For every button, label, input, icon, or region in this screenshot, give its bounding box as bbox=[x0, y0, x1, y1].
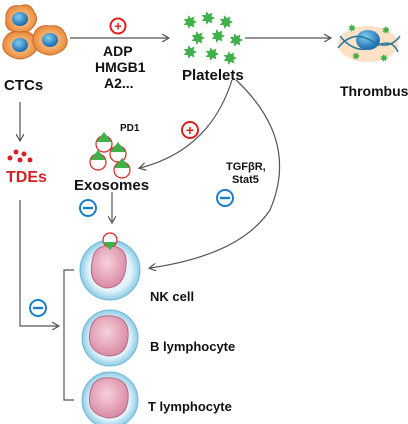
platelet-icon bbox=[223, 51, 237, 65]
nk-cell-label: NK cell bbox=[150, 289, 195, 304]
platelet-icon bbox=[201, 11, 215, 25]
arrow-platelets-to-exosomes bbox=[140, 79, 233, 168]
tgf-label-line2: Stat5 bbox=[232, 174, 259, 186]
ctc-cell bbox=[2, 31, 38, 60]
exosome bbox=[89, 150, 107, 171]
thrombus-label: Thrombus bbox=[340, 83, 408, 99]
tgf-label-line1: TGFβR, bbox=[226, 161, 266, 173]
platelet-icon bbox=[380, 54, 388, 62]
svg-text:+: + bbox=[186, 122, 194, 138]
platelet-icon bbox=[352, 52, 360, 60]
platelet-icon bbox=[219, 15, 233, 29]
inhibit-sign-tdes bbox=[29, 299, 47, 317]
tde-dots bbox=[7, 149, 33, 163]
thrombus-icon bbox=[337, 24, 401, 62]
inhibit-sign-tgf bbox=[216, 189, 234, 207]
arrow-tdes-to-lymphocytes bbox=[19, 200, 58, 326]
arrow-platelets-to-nk bbox=[150, 79, 281, 268]
platelet-icon bbox=[229, 33, 243, 47]
t-lymphocyte bbox=[81, 371, 139, 424]
ctc-cell bbox=[5, 4, 38, 34]
mediator-hmgb1: HMGB1 bbox=[95, 59, 146, 75]
exosome-cluster bbox=[89, 132, 131, 179]
platelets-cluster bbox=[183, 11, 243, 65]
mediator-a2: A2... bbox=[104, 75, 134, 91]
exosomes-label: Exosomes bbox=[74, 177, 150, 194]
promote-sign-exosomes: + bbox=[181, 121, 199, 139]
b-lymphocyte-label: B lymphocyte bbox=[150, 339, 236, 354]
platelet-icon bbox=[183, 15, 197, 29]
pd1-label: PD1 bbox=[120, 123, 140, 134]
platelets-label: Platelets bbox=[182, 67, 244, 84]
ctcs-label: CTCs bbox=[4, 77, 44, 94]
ctc-cell bbox=[32, 25, 68, 56]
tdes-label: TDEs bbox=[6, 169, 47, 186]
lymphocyte-bracket bbox=[63, 269, 74, 401]
promote-sign-mediators: + bbox=[109, 17, 127, 35]
svg-text:+: + bbox=[114, 19, 122, 34]
platelet-icon bbox=[205, 47, 219, 61]
nk-cell bbox=[79, 232, 141, 301]
mediator-adp: ADP bbox=[103, 43, 133, 59]
platelet-icon bbox=[183, 45, 197, 59]
platelet-icon bbox=[348, 24, 356, 32]
b-lymphocyte bbox=[81, 309, 139, 367]
ctc-cluster bbox=[2, 4, 68, 60]
exosome bbox=[113, 158, 131, 179]
platelet-icon bbox=[211, 29, 225, 43]
platelet-icon bbox=[191, 31, 205, 45]
t-lymphocyte-label: T lymphocyte bbox=[148, 399, 232, 414]
platelet-icon bbox=[382, 26, 390, 34]
exosome bbox=[95, 132, 113, 153]
inhibit-sign-exosomes bbox=[79, 199, 97, 217]
